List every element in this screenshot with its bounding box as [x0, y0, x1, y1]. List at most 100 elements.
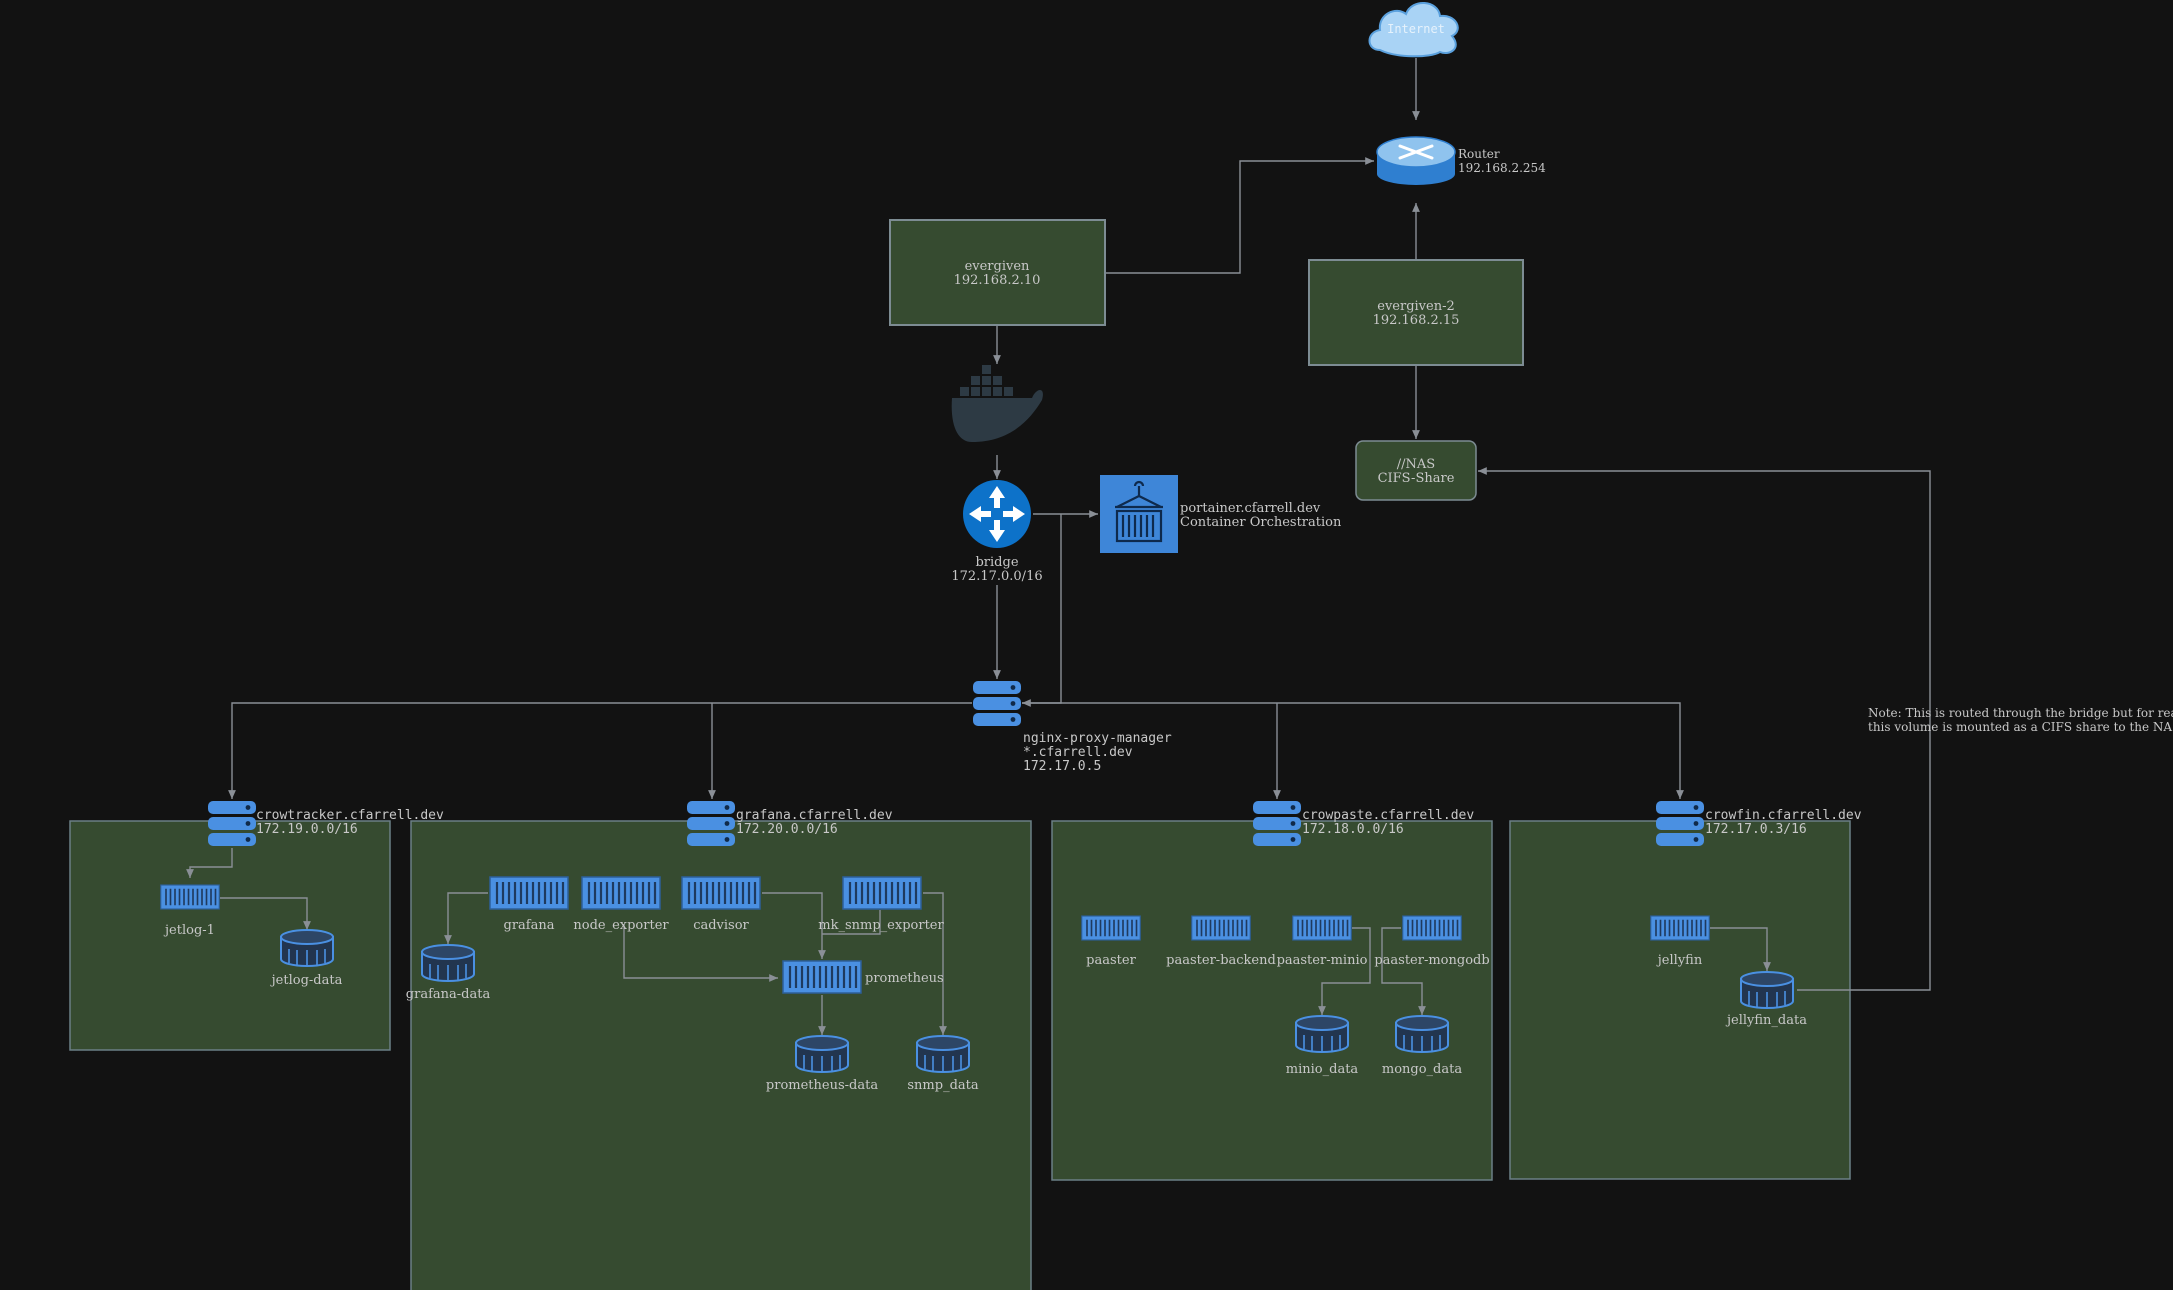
volume-minio-data[interactable]: minio_data [1286, 1015, 1359, 1077]
edge-jellyfin-data [1710, 927, 1771, 971]
evergiven2-host[interactable]: evergiven-2 192.168.2.15 [1308, 259, 1524, 366]
grafana-network-name: grafana.cfarrell.dev [736, 808, 893, 823]
proxy-node[interactable]: nginx-proxy-manager *.cfarrell.dev 172.1… [973, 681, 1172, 774]
portainer-name: portainer.cfarrell.dev [1180, 501, 1321, 516]
crowfin-network-box [1509, 820, 1851, 1180]
paaster-label: paaster [1086, 953, 1136, 968]
edge-proxy-crowfin [1022, 702, 1684, 799]
note-line1: Note: This is routed through the bridge … [1868, 706, 2173, 720]
edge-mongodb-data [1381, 927, 1426, 1015]
portainer-sub: Container Orchestration [1180, 515, 1342, 530]
bridge-node[interactable]: bridge 172.17.0.0/16 [951, 480, 1043, 584]
grafana-data-label: grafana-data [406, 987, 491, 1002]
jetlog-label: jetlog-1 [163, 923, 215, 938]
edge-snmp-data [923, 892, 947, 1035]
proxy-name: nginx-proxy-manager [1023, 731, 1172, 746]
jetlog-data-label: jetlog-data [270, 973, 343, 988]
container-icon [1402, 914, 1462, 942]
container-jetlog[interactable]: jetlog-1 [160, 883, 220, 938]
edges [186, 58, 1931, 1035]
crowpaste-cidr: 172.18.0.0/16 [1302, 822, 1404, 837]
database-icon [421, 944, 475, 982]
volume-mongo-data[interactable]: mongo_data [1382, 1015, 1462, 1077]
cloud-icon [1368, 2, 1459, 58]
jellyfin-label: jellyfin [1656, 953, 1703, 968]
volume-prometheus-data[interactable]: prometheus-data [766, 1035, 878, 1093]
nas-node[interactable]: //NAS CIFS-Share [1355, 440, 1477, 501]
mongo-data-label: mongo_data [1382, 1062, 1462, 1077]
prometheus-data-label: prometheus-data [766, 1078, 878, 1093]
portainer-node[interactable]: portainer.cfarrell.dev Container Orchest… [1100, 475, 1342, 553]
snmp-exporter-label: mk_snmp_exporter [818, 918, 944, 933]
edge-evergiven-router [1105, 157, 1374, 274]
volume-jellyfin-data[interactable]: jellyfin_data [1725, 971, 1807, 1028]
crowfin-server-icon [1656, 801, 1704, 846]
edge-crowtracker-jetlog [186, 848, 233, 878]
internet-node[interactable]: Internet [1368, 2, 1459, 58]
volume-jetlog-data[interactable]: jetlog-data [270, 929, 343, 988]
crowtracker-cidr: 172.19.0.0/16 [256, 822, 358, 837]
portainer-crane-icon [1100, 475, 1178, 553]
crowfin-name: crowfin.cfarrell.dev [1705, 808, 1862, 823]
paaster-minio-label: paaster-minio [1277, 953, 1368, 968]
database-icon [1740, 971, 1794, 1009]
internet-label: Internet [1387, 22, 1445, 36]
snmp-data-label: snmp_data [907, 1078, 978, 1093]
minio-data-label: minio_data [1286, 1062, 1359, 1077]
edge-cadvisor-prometheus [762, 892, 826, 959]
network-grafana[interactable]: grafana.cfarrell.dev 172.20.0.0/16 [687, 801, 893, 846]
bridge-icon [963, 480, 1031, 548]
crowfin-cidr: 172.17.0.3/16 [1705, 822, 1807, 837]
container-paaster[interactable]: paaster [1081, 914, 1141, 968]
container-icon [1650, 914, 1710, 942]
crowpaste-network-box [1051, 820, 1493, 1181]
grafana-network-cidr: 172.20.0.0/16 [736, 822, 838, 837]
database-icon [1295, 1015, 1349, 1053]
router-icon [1376, 136, 1456, 185]
edge-jellyfindata-nas [1478, 467, 1931, 991]
paaster-mongodb-label: paaster-mongodb [1374, 953, 1489, 968]
container-icon [1191, 914, 1251, 942]
edge-nodeexporter-prometheus [623, 924, 778, 982]
network-crowtracker[interactable]: crowtracker.cfarrell.dev 172.19.0.0/16 [208, 801, 444, 846]
container-jellyfin[interactable]: jellyfin [1650, 914, 1710, 968]
edge-portainer-proxy [1021, 514, 1062, 707]
proxy-ip: 172.17.0.5 [1023, 759, 1101, 774]
container-snmp-exporter[interactable]: mk_snmp_exporter [818, 876, 944, 933]
jellyfin-data-label: jellyfin_data [1725, 1013, 1807, 1028]
container-icon [580, 876, 662, 910]
crowpaste-server-icon [1253, 801, 1301, 846]
evergiven-name: evergiven [965, 259, 1030, 274]
container-grafana[interactable]: grafana [488, 876, 570, 933]
nas-sub: CIFS-Share [1378, 471, 1455, 486]
evergiven2-ip: 192.168.2.15 [1373, 313, 1460, 328]
nas-name: //NAS [1397, 457, 1435, 472]
node-exporter-label: node_exporter [573, 918, 669, 933]
volume-snmp-data[interactable]: snmp_data [907, 1035, 979, 1093]
container-paaster-mongodb[interactable]: paaster-mongodb [1374, 914, 1490, 968]
evergiven-host[interactable]: evergiven 192.168.2.10 [889, 219, 1106, 326]
router-node[interactable]: Router 192.168.2.254 [1376, 136, 1546, 185]
container-node-exporter[interactable]: node_exporter [573, 876, 669, 933]
container-icon [1292, 914, 1352, 942]
bridge-cidr: 172.17.0.0/16 [951, 569, 1042, 584]
network-crowpaste[interactable]: crowpaste.cfarrell.dev 172.18.0.0/16 [1253, 801, 1474, 846]
container-cadvisor[interactable]: cadvisor [680, 876, 762, 933]
network-crowfin[interactable]: crowfin.cfarrell.dev 172.17.0.3/16 [1656, 801, 1862, 846]
database-icon [1395, 1015, 1449, 1053]
container-prometheus[interactable]: prometheus [781, 960, 944, 994]
proxy-domain: *.cfarrell.dev [1023, 745, 1133, 760]
edge-grafana-data [444, 892, 488, 944]
volume-grafana-data[interactable]: grafana-data [406, 944, 491, 1002]
crowtracker-network-box [69, 820, 391, 1051]
database-icon [795, 1035, 849, 1073]
container-icon [841, 876, 923, 910]
evergiven-ip: 192.168.2.10 [954, 273, 1041, 288]
container-paaster-minio[interactable]: paaster-minio [1277, 914, 1368, 968]
container-icon [781, 960, 863, 994]
grafana-server-icon [687, 801, 735, 846]
docker-icon [951, 365, 1043, 442]
crowpaste-name: crowpaste.cfarrell.dev [1302, 808, 1474, 823]
router-name: Router [1458, 147, 1500, 161]
container-paaster-backend[interactable]: paaster-backend [1166, 914, 1276, 968]
